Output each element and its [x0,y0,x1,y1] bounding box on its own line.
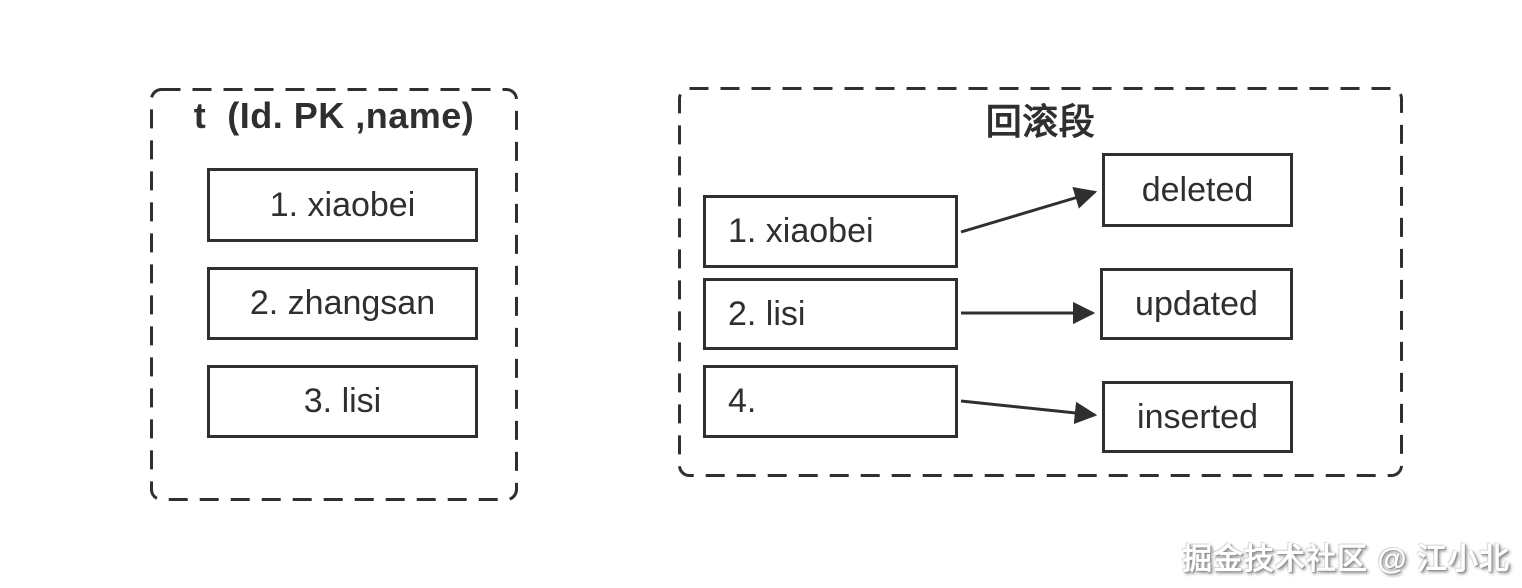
operation-box: updated [1100,268,1293,340]
operation-label: deleted [1141,170,1254,209]
table-row: 3. lisi [207,365,478,438]
watermark: 掘金技术社区 @ 江小北 [1182,543,1510,576]
rollback-record-label: 2. lisi [728,294,806,333]
table-row: 1. xiaobei [207,168,478,242]
rollback-panel-title: 回滚段 [985,101,1096,142]
operation-label: updated [1135,284,1258,323]
table-row-label: 1. xiaobei [269,185,416,224]
rollback-panel: 回滚段 1. xiaobei 2. lisi 4. deleted update… [678,87,1403,477]
operation-label: inserted [1137,397,1258,436]
rollback-record: 2. lisi [703,278,958,350]
rollback-record: 4. [703,365,958,438]
rollback-record: 1. xiaobei [703,195,958,268]
operation-box: deleted [1102,153,1293,227]
rollback-record-label: 4. [728,382,757,420]
table-panel: t (Id. PK ,name) 1. xiaobei 2. zhangsan … [150,88,518,501]
operation-box: inserted [1102,381,1293,453]
rollback-record-label: 1. xiaobei [728,212,874,250]
table-panel-title: t (Id. PK ,name) [193,95,475,136]
table-row-label: 3. lisi [303,382,382,420]
table-row-label: 2. zhangsan [249,284,436,322]
table-row: 2. zhangsan [207,267,478,340]
